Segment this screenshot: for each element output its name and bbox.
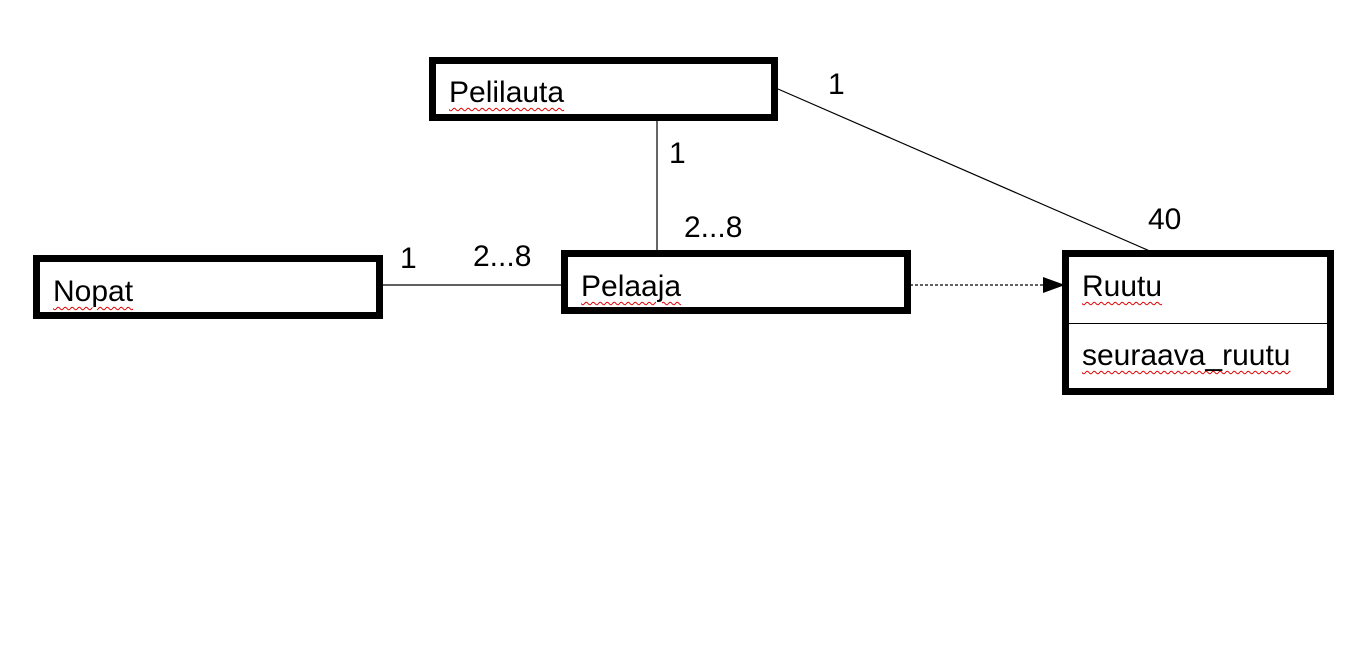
multiplicity-pelilauta-ruutu-source: 1 bbox=[828, 68, 845, 101]
class-name-pelilauta: Pelilauta bbox=[449, 76, 565, 109]
class-box-pelilauta[interactable]: Pelilauta bbox=[429, 57, 778, 121]
multiplicity-pelilauta-pelaaja-target: 2...8 bbox=[684, 211, 743, 244]
class-name-pelaaja: Pelaaja bbox=[581, 270, 682, 303]
multiplicity-pelilauta-ruutu-target: 40 bbox=[1148, 203, 1182, 236]
class-box-ruutu[interactable]: Ruutu seuraava_ruutu bbox=[1062, 250, 1334, 395]
class-attribute-seuraava-ruutu: seuraava_ruutu bbox=[1082, 339, 1291, 372]
multiplicity-pelilauta-pelaaja-source: 1 bbox=[669, 137, 686, 170]
class-compartment-divider bbox=[1069, 323, 1327, 324]
multiplicity-nopat-pelaaja-source: 1 bbox=[400, 242, 417, 275]
class-name-nopat: Nopat bbox=[53, 275, 134, 308]
class-box-pelaaja[interactable]: Pelaaja bbox=[561, 250, 911, 314]
multiplicity-nopat-pelaaja-target: 2...8 bbox=[473, 240, 532, 273]
association-pelilauta-ruutu bbox=[777, 88, 1153, 253]
class-name-ruutu: Ruutu bbox=[1082, 270, 1163, 303]
class-box-nopat[interactable]: Nopat bbox=[33, 255, 383, 319]
